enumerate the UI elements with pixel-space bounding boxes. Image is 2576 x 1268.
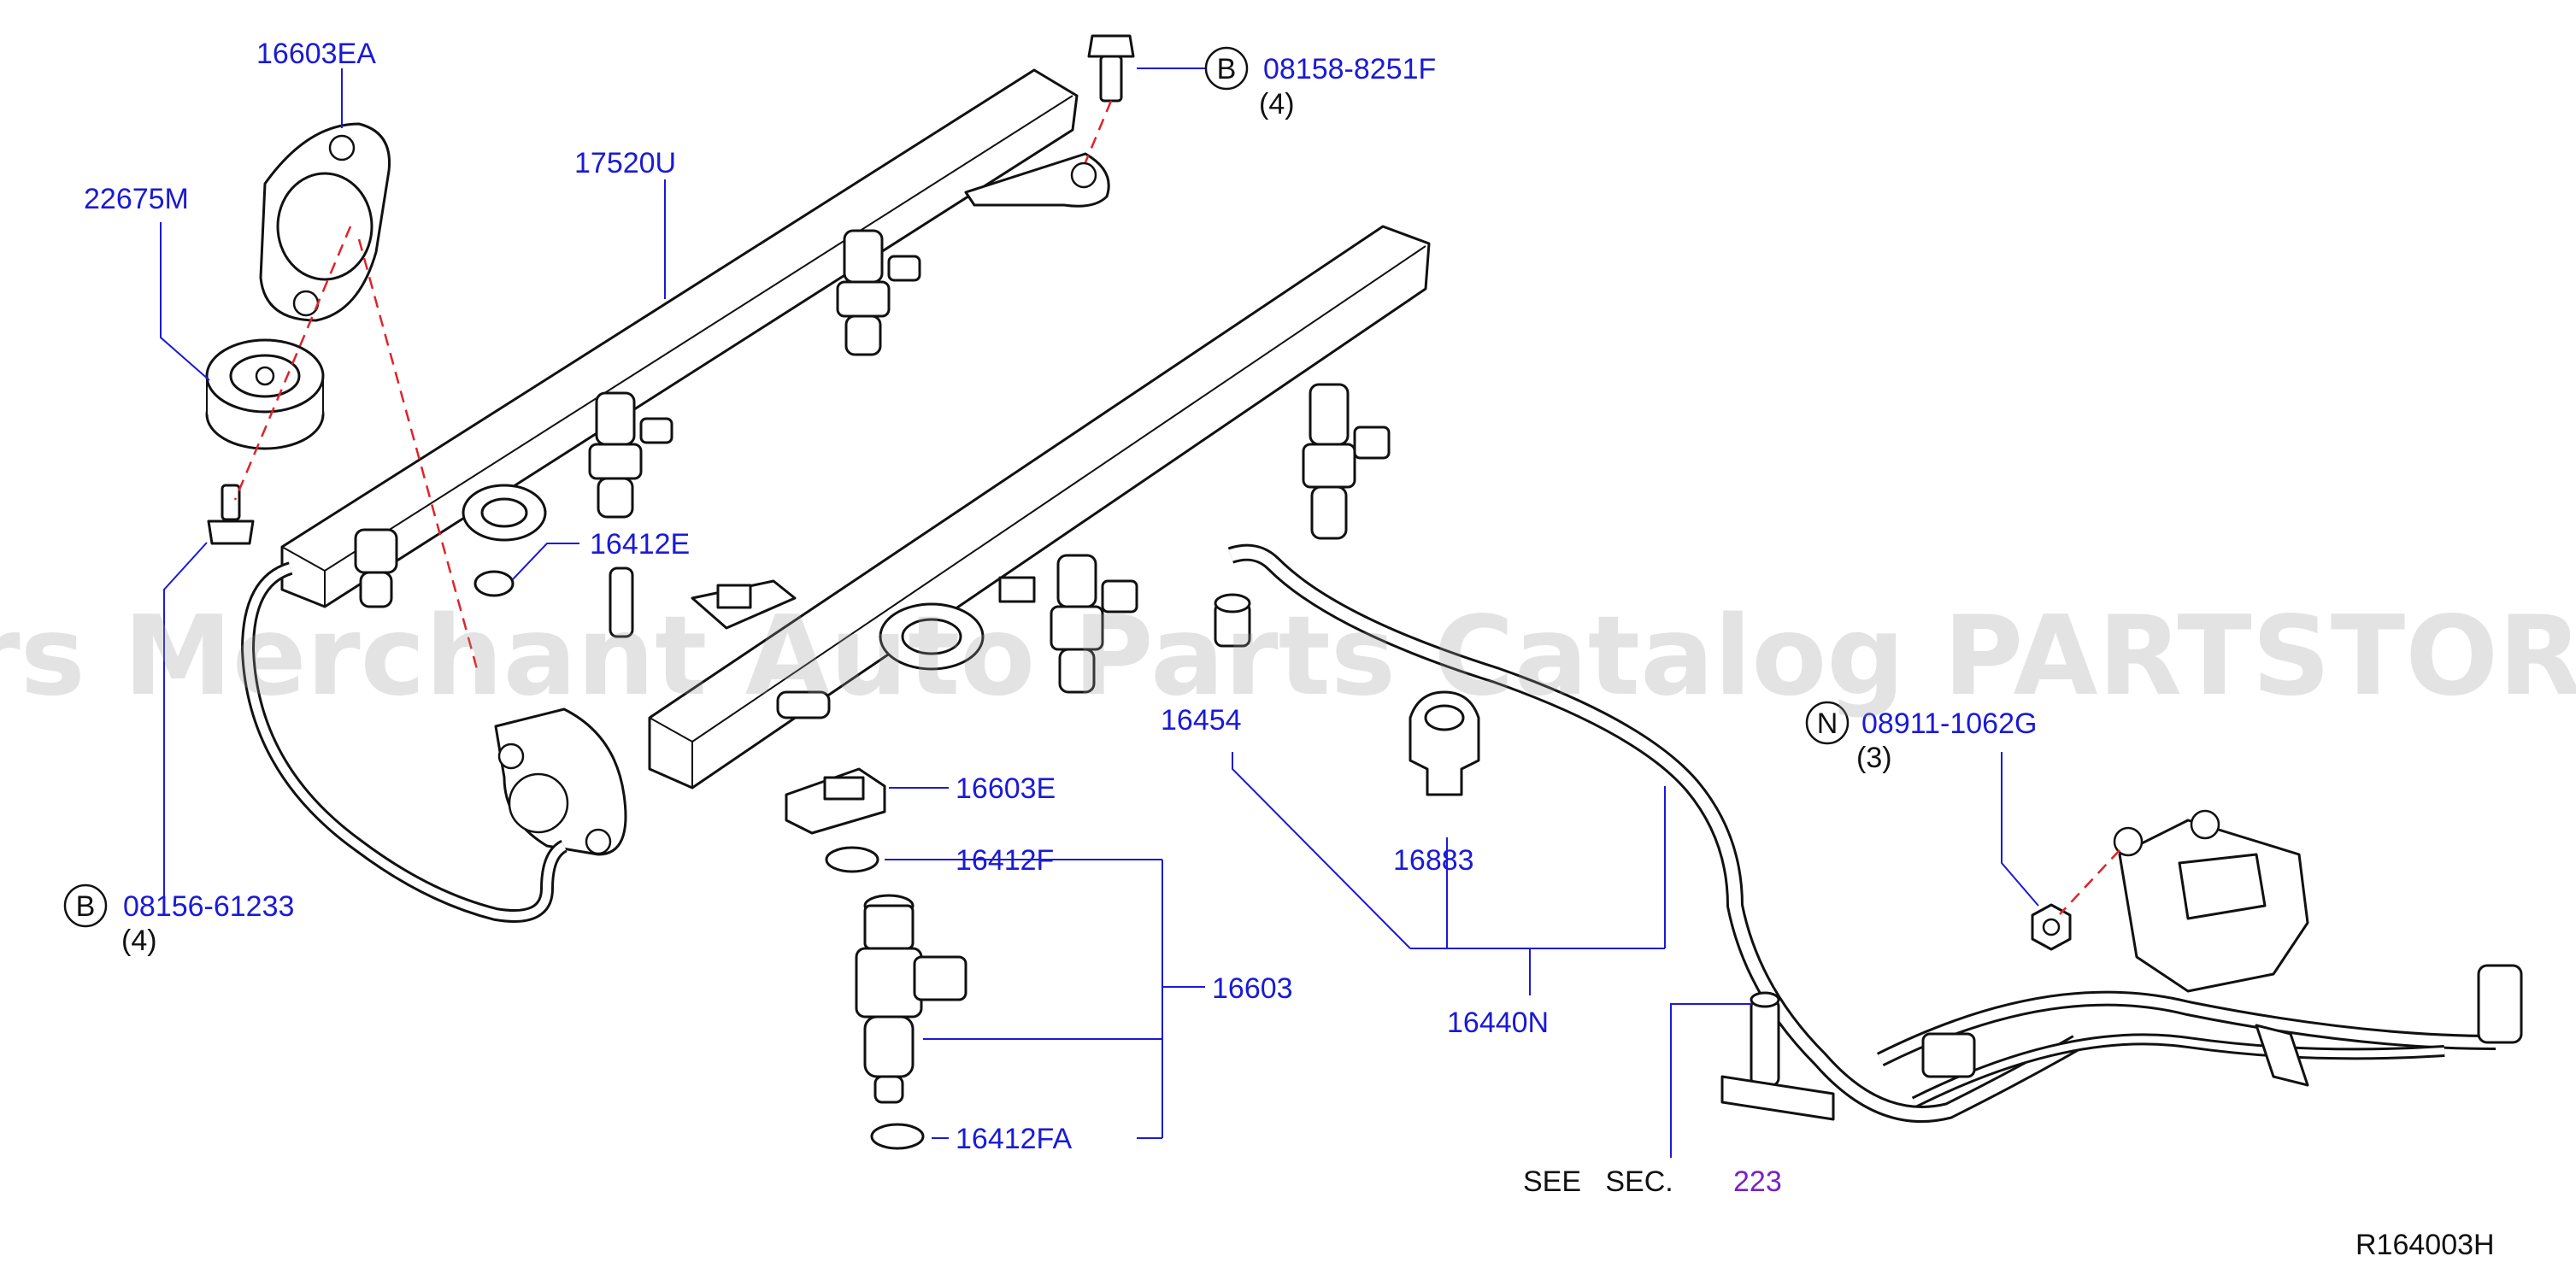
damper-gasket <box>259 122 391 322</box>
svg-text:B: B <box>76 890 96 923</box>
callout-16412FA[interactable]: 16412FA <box>956 1123 1072 1155</box>
qty-bolt-left: (4) <box>121 925 157 957</box>
marker-b-left: B <box>63 883 108 928</box>
qty-nut: (3) <box>1856 742 1892 774</box>
svg-text:B: B <box>1217 53 1237 85</box>
upper-fuel-rail <box>280 68 1110 608</box>
hex-nut <box>2031 903 2072 951</box>
callout-16883[interactable]: 16883 <box>1393 844 1474 877</box>
oring-16412F <box>825 846 879 873</box>
fuel-injector <box>855 894 967 1104</box>
lower-fuel-rail <box>494 225 1431 856</box>
callout-16603EA[interactable]: 16603EA <box>256 38 376 70</box>
callout-16440N[interactable]: 16440N <box>1447 1007 1549 1039</box>
fuel-tube-bracket-assembly <box>1876 809 2523 1108</box>
see-sec-link-223[interactable]: 223 <box>1733 1165 1782 1198</box>
bolt-top <box>1087 34 1135 103</box>
callout-08156-61233[interactable]: 08156-61233 <box>123 890 294 923</box>
leader-lines <box>160 68 2039 1158</box>
callout-16603E[interactable]: 16603E <box>956 772 1056 805</box>
callout-16603[interactable]: 16603 <box>1212 972 1293 1005</box>
callout-17520U[interactable]: 17520U <box>574 147 676 179</box>
oring-16412E <box>473 570 515 597</box>
callout-08158-8251F[interactable]: 08158-8251F <box>1263 53 1436 85</box>
pulsation-damper <box>205 338 325 450</box>
diagram-reference-code: R164003H <box>2355 1229 2495 1261</box>
injector-clip <box>785 767 886 835</box>
callout-labels: 16603EA 22675M 17520U 08158-8251F (4) 16… <box>84 38 2037 1155</box>
upper-injectors <box>354 229 921 608</box>
bolt-left <box>207 484 255 545</box>
marker-n-right: N <box>1805 701 1850 745</box>
callout-22675M[interactable]: 22675M <box>84 183 189 215</box>
see-section-reference: SEE SEC. 223 <box>1523 1165 1782 1198</box>
svg-text:N: N <box>1817 707 1838 740</box>
watermark: Offers Merchant Auto Parts Catalog PARTS… <box>0 593 2576 720</box>
hose-end-fitting <box>1214 593 1251 648</box>
lower-injectors <box>776 383 1391 719</box>
callout-16412F[interactable]: 16412F <box>956 844 1054 877</box>
parts-illustration <box>205 34 2523 1150</box>
oring-16412FA <box>870 1123 925 1150</box>
return-tube-stub <box>1720 991 1835 1121</box>
callout-08911-1062G[interactable]: 08911-1062G <box>1861 707 2037 740</box>
marker-b-top: B <box>1204 46 1249 91</box>
hose-clip <box>1409 690 1480 796</box>
callout-16412E[interactable]: 16412E <box>590 528 690 561</box>
callout-16454[interactable]: 16454 <box>1161 704 1242 737</box>
alignment-lines <box>233 100 2120 915</box>
see-sec-text: SEE SEC. <box>1523 1165 1673 1198</box>
qty-bolt-top: (4) <box>1259 88 1295 120</box>
